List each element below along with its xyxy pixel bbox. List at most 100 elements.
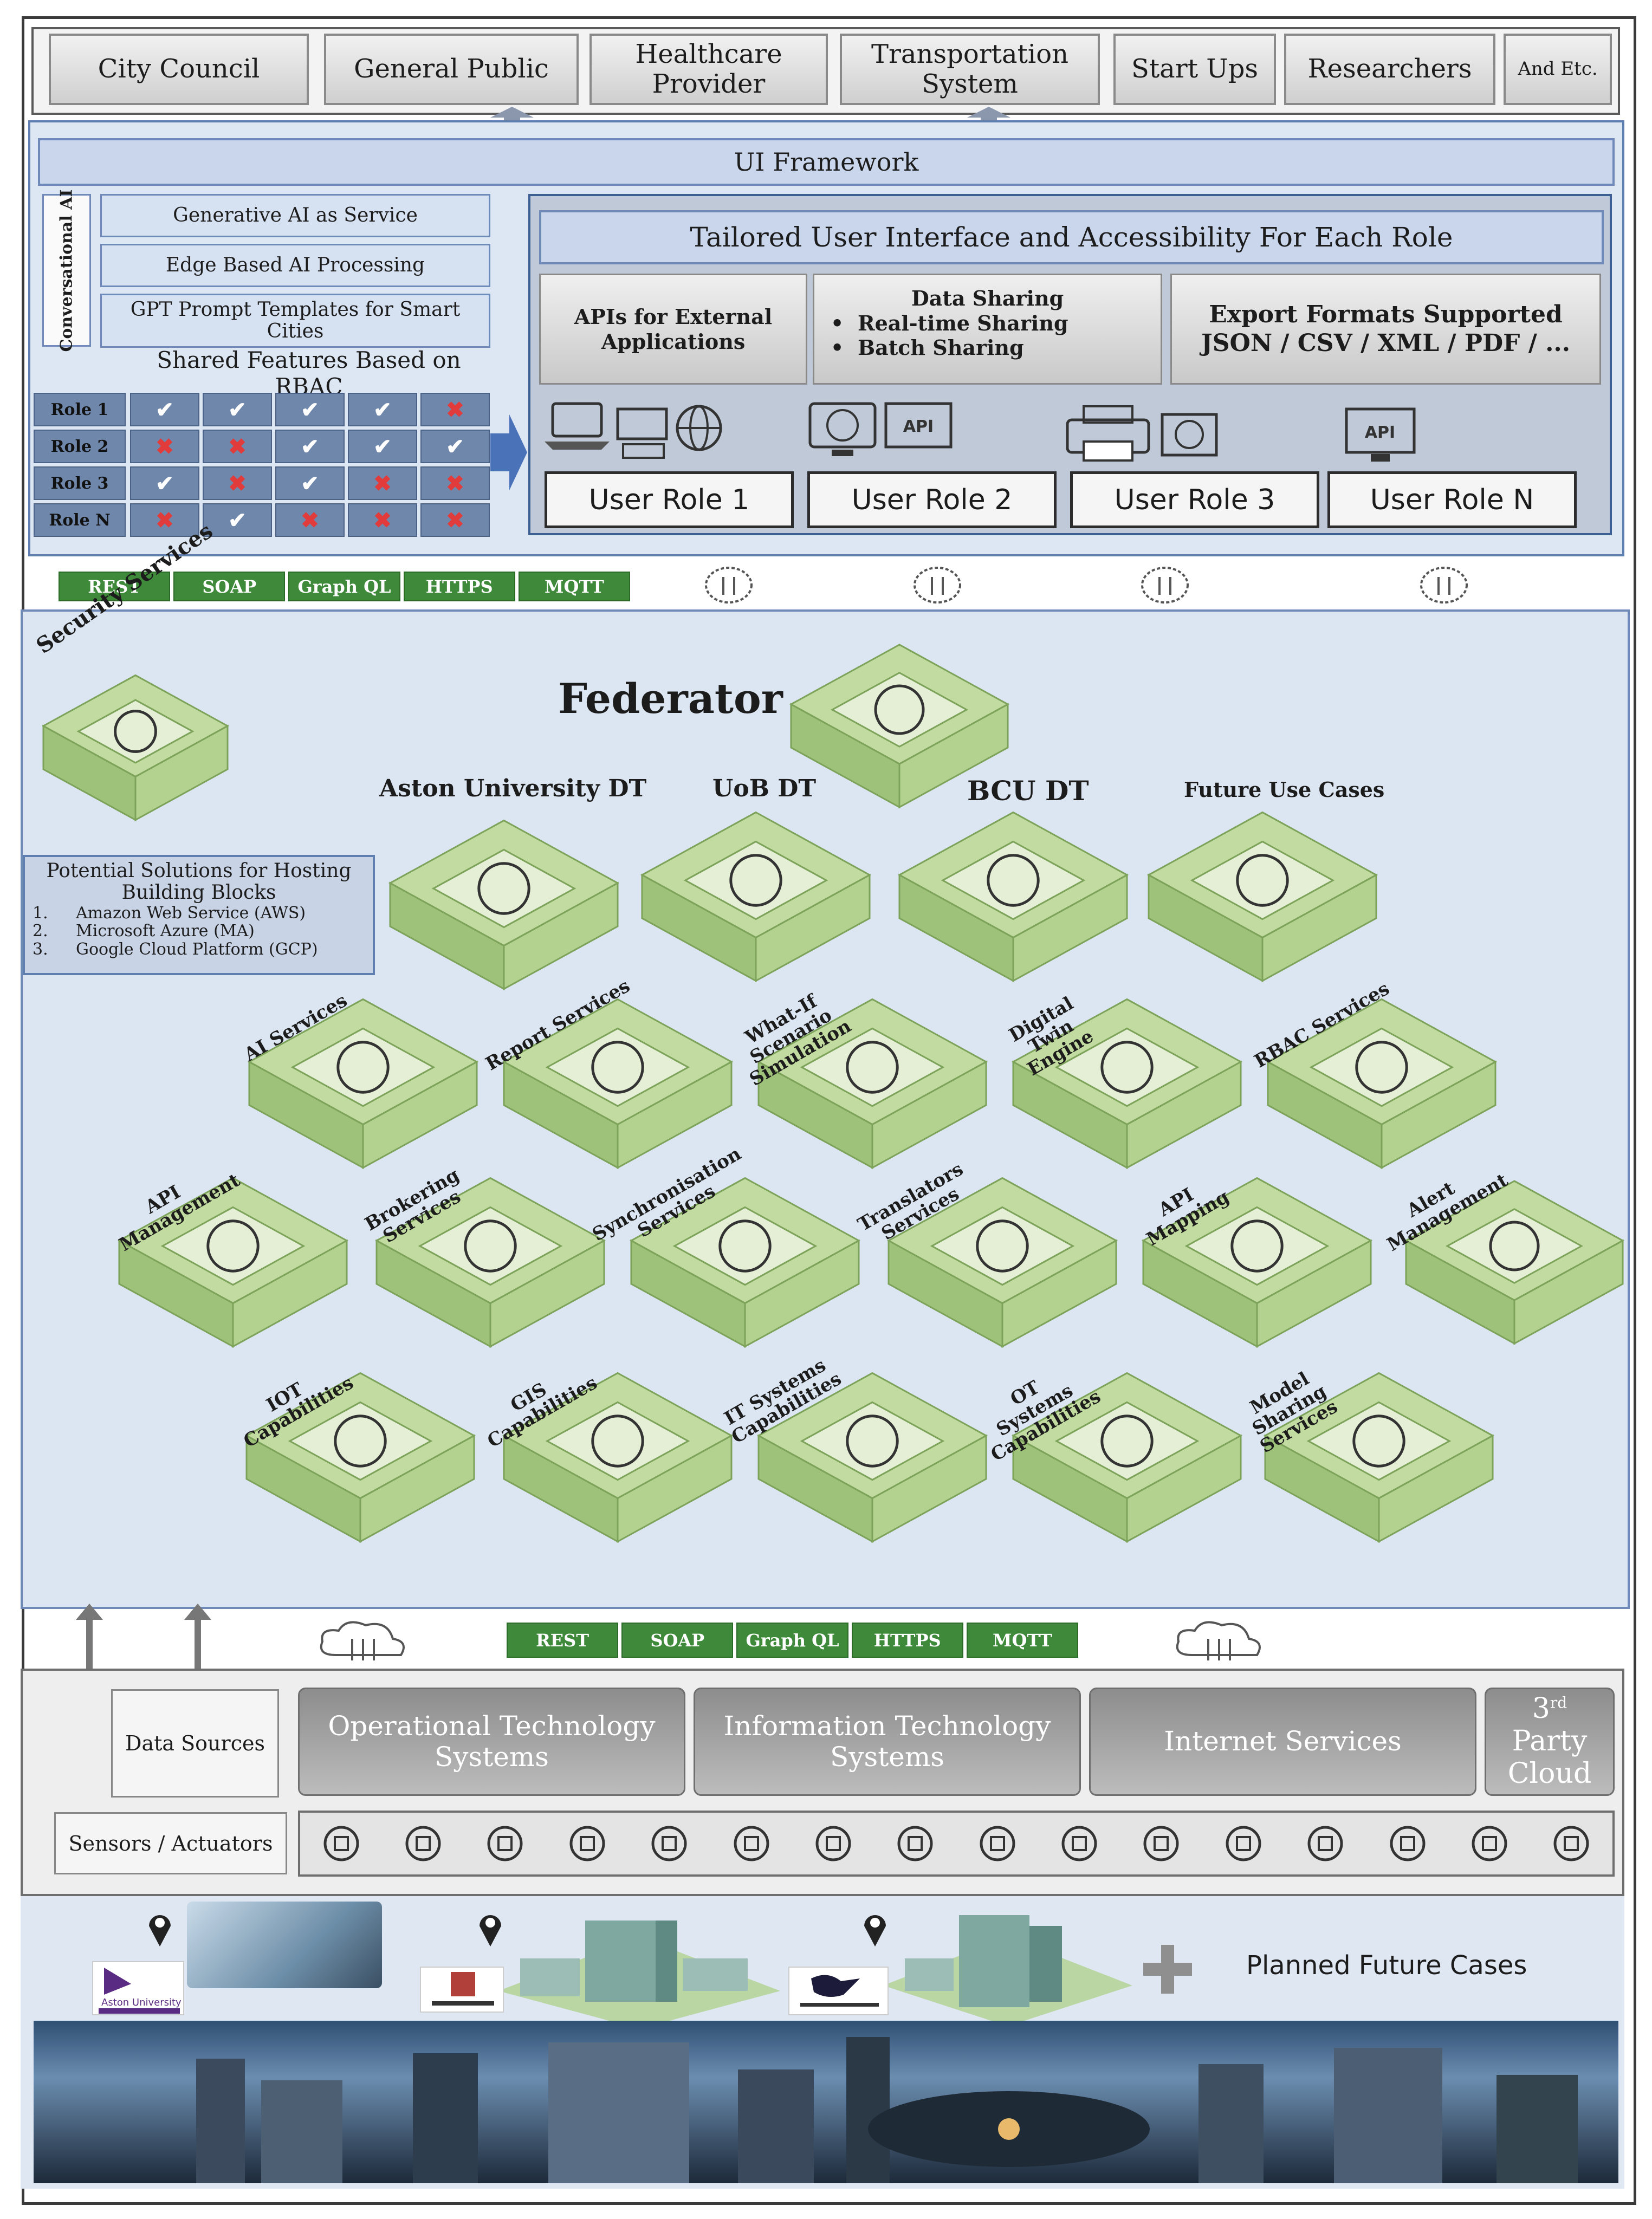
rbac-title: Shared Features Based on RBAC <box>157 347 461 400</box>
tower-icon <box>1307 1826 1343 1861</box>
globe-icon <box>651 1826 687 1861</box>
ai-edge: Edge Based AI Processing <box>100 244 490 287</box>
stakeholder-startups: Start Ups <box>1113 34 1276 105</box>
check-icon: ✔ <box>420 430 490 463</box>
uob-logo <box>420 1967 504 2013</box>
gear-icon <box>405 1826 441 1861</box>
ai-gpt-templates: GPT Prompt Templates for Smart Cities <box>100 294 490 348</box>
protocol-https: HTTPS <box>851 1623 963 1658</box>
phone-icon <box>734 1826 769 1861</box>
printer-globe-icon <box>1066 405 1218 462</box>
api-monitor-icon: API <box>1345 407 1416 462</box>
screen-globe-icon <box>1143 1826 1179 1861</box>
lamp-icon <box>815 1826 851 1861</box>
stakeholder-city-council: City Council <box>49 34 309 105</box>
city-skyline-image <box>34 2021 1618 2183</box>
user-role-n-button: User Role N <box>1327 471 1577 528</box>
protocol-rest: REST <box>59 572 171 601</box>
conversational-ai-label: Conversational AI <box>42 189 91 352</box>
future-use-cases-label: Future Use Cases <box>1184 777 1385 802</box>
cloud-transfer-icon <box>320 1621 405 1660</box>
protocol-https: HTTPS <box>403 572 515 601</box>
cross-icon: ✖ <box>348 466 417 500</box>
sync-icon <box>323 1826 359 1861</box>
cross-icon: ✖ <box>420 393 490 426</box>
svg-text:Aston University: Aston University <box>101 1997 182 2008</box>
rbac-table: Role 1✔✔✔✔✖Role 2✖✖✔✔✔Role 3✔✖✔✖✖Role N✖… <box>34 393 490 537</box>
laptop-keyboard-icon <box>545 402 722 459</box>
aston-dt-label: Aston University DT <box>379 775 647 802</box>
cloud-sync-icon <box>705 567 753 604</box>
bcu-dt-label: BCU DT <box>967 775 1089 807</box>
plus-icon <box>1143 1945 1192 1994</box>
bcu-campus-illustration <box>883 1915 1132 2026</box>
globe-monitor-icon <box>1553 1826 1589 1861</box>
cloud-shield-icon <box>1390 1826 1426 1861</box>
protocol-rest: REST <box>507 1623 619 1658</box>
data-sharing-box: Data Sharing •Real-time Sharing •Batch S… <box>813 274 1162 385</box>
protocol-soap: SOAP <box>173 572 286 601</box>
export-formats-box: Export Formats Supported JSON / CSV / XM… <box>1170 274 1601 385</box>
sensors-actuators-box: Sensors / Actuators <box>54 1812 287 1874</box>
cross-icon: ✖ <box>130 503 199 537</box>
check-icon: ✔ <box>348 430 417 463</box>
check-icon: ✔ <box>275 466 345 500</box>
svg-text:API: API <box>1365 423 1395 442</box>
aston-site-image <box>187 1902 382 1988</box>
wifi-icon <box>1061 1826 1097 1861</box>
check-icon: ✔ <box>130 466 199 500</box>
ot-systems-box: Operational Technology Systems <box>298 1688 685 1796</box>
globe-monitor-api-icon: API <box>808 402 953 456</box>
check-icon: ✔ <box>348 393 417 426</box>
federator-panel <box>21 609 1630 1609</box>
user-role-3-button: User Role 3 <box>1070 471 1319 528</box>
protocol-soap: SOAP <box>621 1623 734 1658</box>
cloud-transfer-icon <box>1176 1621 1261 1660</box>
cross-icon: ✖ <box>348 503 417 537</box>
cloud-sync-icon <box>914 567 961 604</box>
arrow-right-icon <box>490 414 527 490</box>
cashier-icon <box>1226 1826 1261 1861</box>
planned-future-cases: Planned Future Cases <box>1246 1950 1527 1981</box>
uob-dt-label: UoB DT <box>712 775 817 802</box>
it-systems-box: Information Technology Systems <box>694 1688 1081 1796</box>
rbac-role-label: Role N <box>34 503 126 537</box>
house-icon <box>980 1826 1015 1861</box>
check-icon: ✔ <box>275 393 345 426</box>
location-pin-icon <box>149 1915 171 1947</box>
cloud-sync-icon <box>1420 567 1468 604</box>
uob-campus-illustration <box>498 1920 780 2029</box>
user-role-2-button: User Role 2 <box>807 471 1057 528</box>
protocol-graph-ql: Graph QL <box>288 572 400 601</box>
aston-logo: Aston University <box>92 1961 184 2015</box>
rbac-role-label: Role 2 <box>34 430 126 463</box>
stakeholder-etc: And Etc. <box>1504 34 1612 105</box>
protocol-mqtt: MQTT <box>518 572 631 601</box>
cross-icon: ✖ <box>420 503 490 537</box>
cross-icon: ✖ <box>275 503 345 537</box>
bcu-logo <box>788 1967 889 2015</box>
monitor-icon <box>897 1826 933 1861</box>
cloud-sync-icon <box>1141 567 1189 604</box>
stakeholder-transportation: Transportation System <box>840 34 1100 105</box>
cross-icon: ✖ <box>130 430 199 463</box>
location-pin-icon <box>480 1915 501 1947</box>
satellite-icon <box>1472 1826 1507 1861</box>
cross-icon: ✖ <box>203 430 272 463</box>
user-role-1-button: User Role 1 <box>545 471 794 528</box>
check-icon: ✔ <box>203 503 272 537</box>
svg-text:API: API <box>903 417 934 436</box>
check-icon: ✔ <box>203 393 272 426</box>
tailored-ui-title: Tailored User Interface and Accessibilit… <box>539 210 1604 264</box>
rbac-role-label: Role 3 <box>34 466 126 500</box>
location-pin-icon <box>864 1915 886 1947</box>
ai-generative: Generative AI as Service <box>100 194 490 237</box>
shield-user-icon <box>487 1826 523 1861</box>
ui-framework-title: UI Framework <box>38 138 1615 186</box>
cross-icon: ✖ <box>203 466 272 500</box>
protocol-graph-ql: Graph QL <box>736 1623 848 1658</box>
cross-icon: ✖ <box>420 466 490 500</box>
